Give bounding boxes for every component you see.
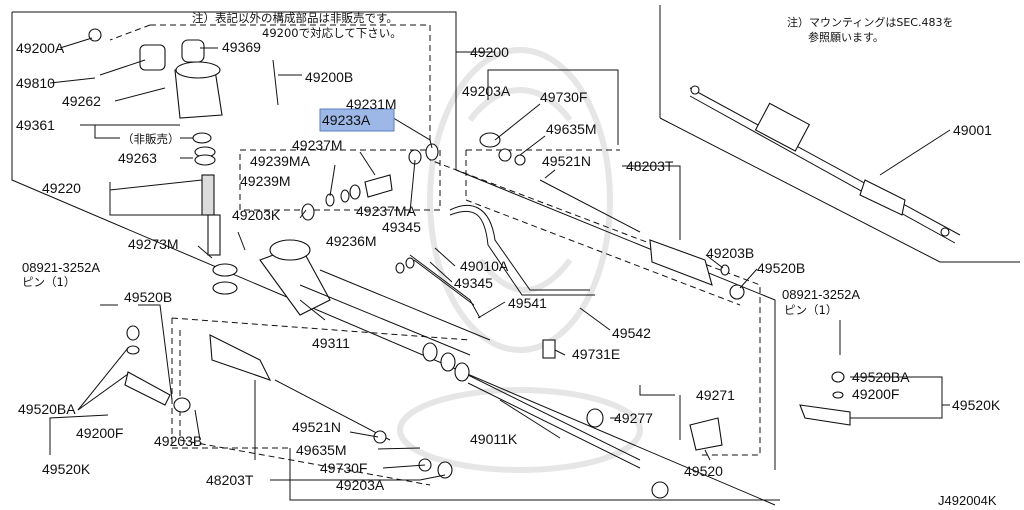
label-49730F-up[interactable]: 49730F — [540, 89, 587, 105]
label-49200A[interactable]: 49200A — [16, 40, 65, 56]
label-49200B-top[interactable]: 49200B — [305, 69, 353, 85]
label-49203B-right[interactable]: 49203B — [706, 245, 754, 261]
label-49011K[interactable]: 49011K — [470, 431, 518, 447]
label-48203T-low[interactable]: 48203T — [206, 472, 254, 488]
label-48203T-up[interactable]: 48203T — [626, 158, 674, 174]
figure-code: J492004K — [938, 493, 997, 508]
label-49520BA-right[interactable]: 49520BA — [852, 369, 910, 385]
label-49200F-right[interactable]: 49200F — [852, 386, 899, 402]
note-left-line1: 注）表記以外の構成部品は非販売です。 — [192, 11, 398, 25]
label-49263[interactable]: 49263 — [118, 150, 157, 166]
label-49262[interactable]: 49262 — [62, 93, 101, 109]
rack-and-boot-drawing — [209, 132, 745, 499]
label-49239MA[interactable]: 49239MA — [250, 153, 311, 169]
label-49200[interactable]: 49200 — [470, 44, 509, 60]
label-49239M[interactable]: 49239M — [240, 173, 291, 189]
label-49810[interactable]: 49810 — [16, 75, 55, 91]
label-49345-a[interactable]: 49345 — [382, 219, 421, 235]
label-49203A-low[interactable]: 49203A — [336, 477, 385, 493]
note-left-line2: 49200で対応して下さい。 — [262, 26, 402, 40]
label-08921-3252A-right[interactable]: 08921-3252A — [782, 287, 860, 302]
label-49237MA[interactable]: 49237MA — [356, 203, 417, 219]
note-right-line2: 参照願います。 — [808, 30, 884, 44]
notes: 注）表記以外の構成部品は非販売です。 49200で対応して下さい。 注）マウンテ… — [192, 11, 953, 44]
label-49520BA-left[interactable]: 49520BA — [18, 401, 76, 417]
tie-rod-end-drawing — [124, 325, 851, 426]
label-49010A[interactable]: 49010A — [460, 258, 509, 274]
label-49520B-left[interactable]: 49520B — [124, 289, 172, 305]
label-49731E[interactable]: 49731E — [572, 346, 620, 362]
watermark — [397, 47, 643, 473]
label-49361[interactable]: 49361 — [16, 117, 55, 133]
label-49311[interactable]: 49311 — [312, 335, 350, 351]
label-49271[interactable]: 49271 — [696, 387, 735, 403]
label-49203B-left[interactable]: 49203B — [154, 433, 202, 449]
label-49001[interactable]: 49001 — [953, 122, 992, 138]
note-right-line1: 注）マウンティングはSEC.483を — [787, 15, 953, 29]
selected-part-highlight — [319, 108, 395, 132]
label-49236M[interactable]: 49236M — [326, 233, 377, 249]
piping-drawing — [409, 205, 595, 359]
label-49635M-low[interactable]: 49635M — [296, 442, 347, 458]
label-49520K-right[interactable]: 49520K — [952, 397, 1001, 413]
label-49273M[interactable]: 49273M — [128, 236, 179, 252]
gear-housing-drawing — [259, 239, 491, 382]
part-labels: 49200A 49369 49810 49200B 49262 49231M 4… — [16, 39, 1001, 493]
leader-lines — [49, 37, 951, 481]
label-49520[interactable]: 49520 — [684, 463, 723, 479]
complete-gear-assembly-drawing — [689, 85, 961, 244]
label-49345-b[interactable]: 49345 — [454, 275, 493, 291]
valve-seal-kit-drawing — [325, 143, 439, 274]
label-49233A[interactable]: 49233A — [322, 112, 371, 128]
label-49521N-up[interactable]: 49521N — [542, 153, 591, 169]
frame-lines — [11, 5, 1020, 506]
label-49237M[interactable]: 49237M — [292, 137, 343, 153]
label-49521N-low[interactable]: 49521N — [292, 419, 341, 435]
label-pin-right: ピン（1） — [784, 303, 837, 317]
label-49231M[interactable]: 49231M — [346, 96, 397, 112]
label-49635M-up[interactable]: 49635M — [546, 121, 597, 137]
valve-assembly-drawing — [88, 28, 315, 295]
label-49203K[interactable]: 49203K — [232, 207, 281, 223]
label-49200F-left[interactable]: 49200F — [76, 425, 123, 441]
label-49541[interactable]: 49541 — [508, 295, 547, 311]
label-49520B-right[interactable]: 49520B — [757, 260, 805, 276]
label-pin-left: ピン（1） — [22, 275, 75, 289]
label-not-sold: （非販売） — [122, 132, 180, 146]
label-49542[interactable]: 49542 — [612, 325, 651, 341]
label-49220[interactable]: 49220 — [42, 180, 81, 196]
label-08921-3252A-left[interactable]: 08921-3252A — [22, 260, 100, 275]
label-49369[interactable]: 49369 — [222, 39, 261, 55]
label-49730F-low[interactable]: 49730F — [320, 460, 367, 476]
label-49277[interactable]: 49277 — [614, 410, 653, 426]
label-49203A-up[interactable]: 49203A — [462, 83, 511, 99]
label-49520K-left[interactable]: 49520K — [42, 461, 91, 477]
